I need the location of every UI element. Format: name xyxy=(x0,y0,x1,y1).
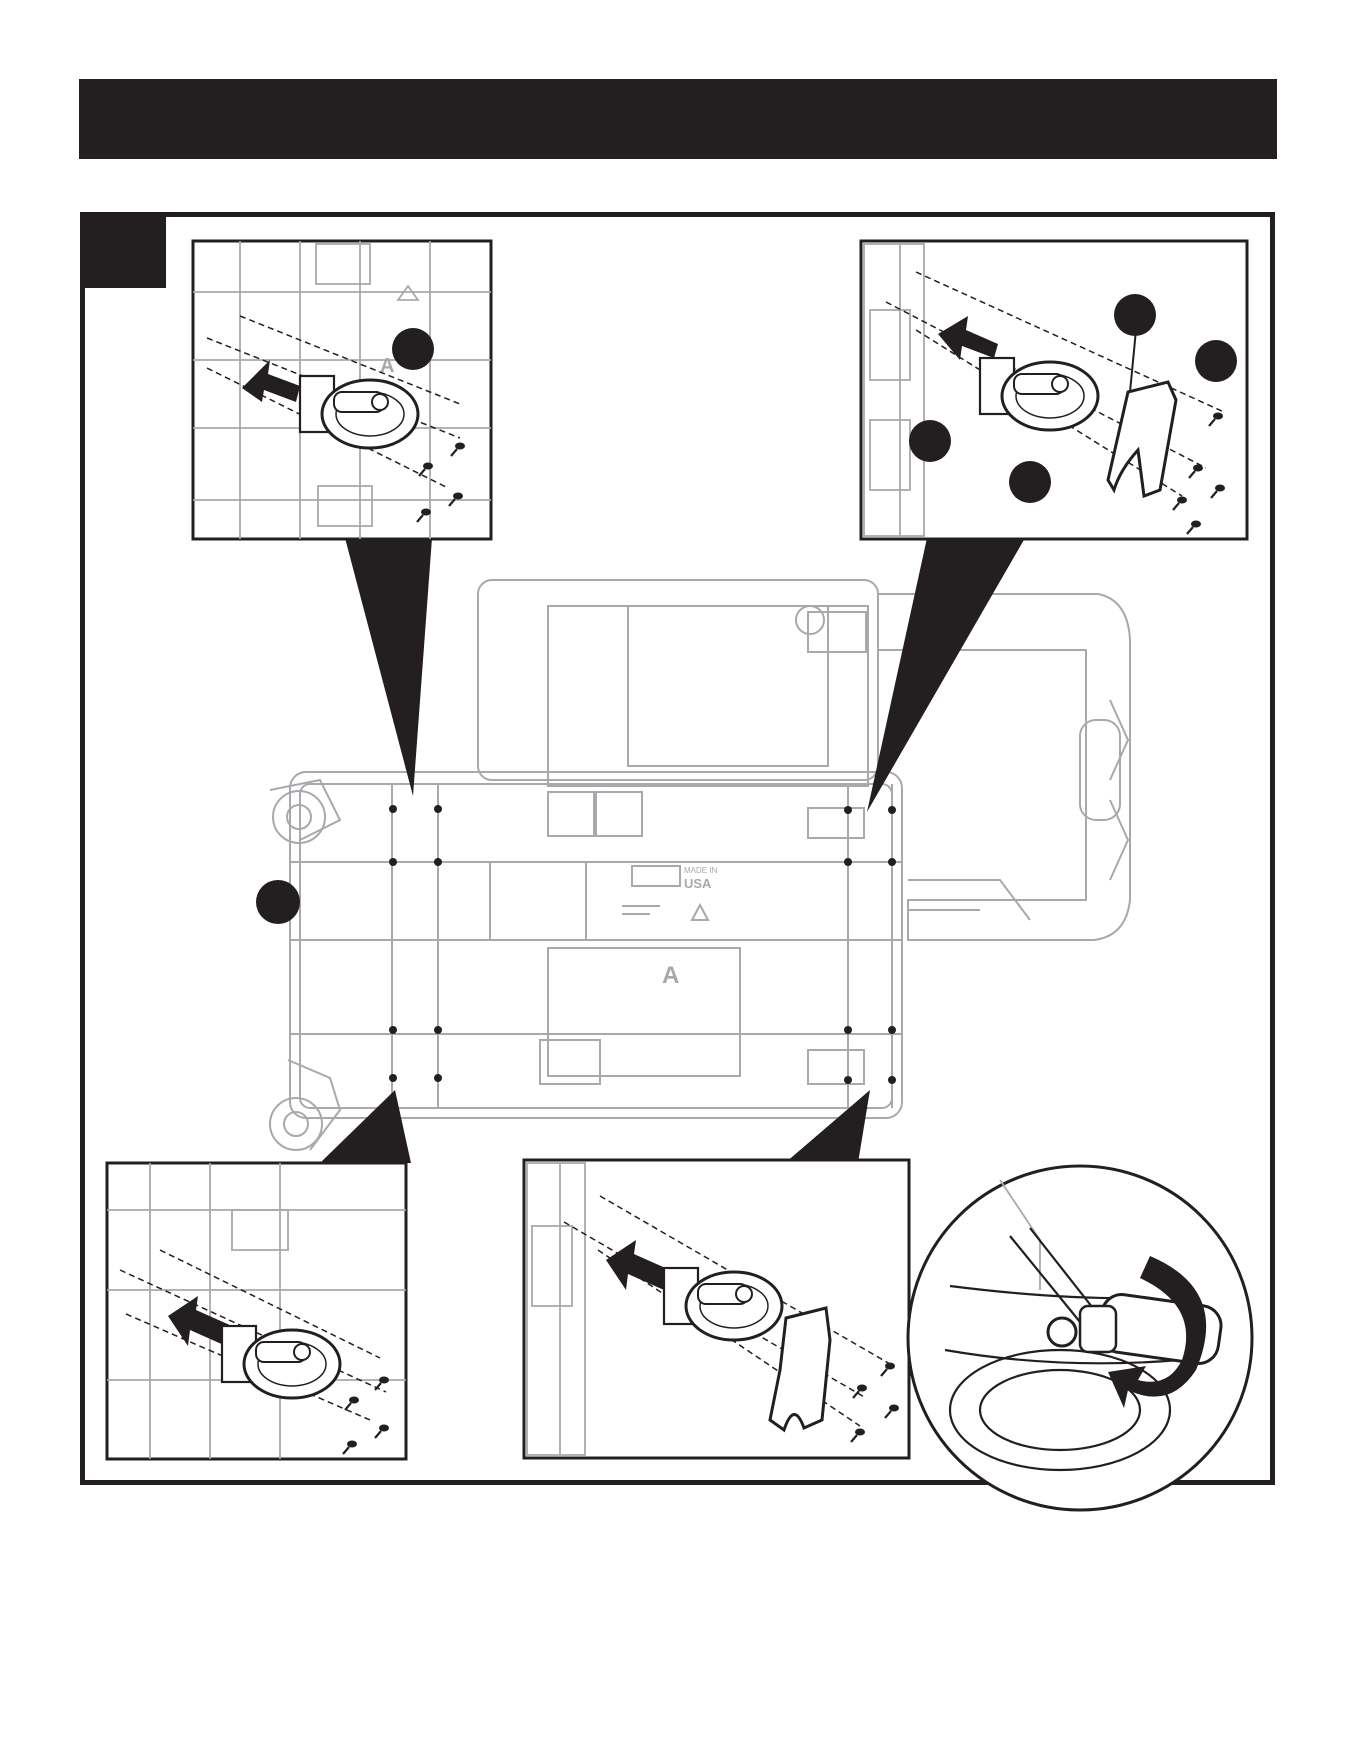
mounting-holes xyxy=(389,805,896,1084)
callout-circle xyxy=(256,880,300,924)
callout-circle xyxy=(392,328,434,370)
callout-circle xyxy=(909,420,951,462)
inset-top-left: A xyxy=(193,241,491,539)
part-letter-main: A xyxy=(662,962,679,989)
zoom-pointers xyxy=(320,538,1025,1163)
detail-tighten-nut xyxy=(908,1166,1252,1510)
callout-circle xyxy=(1009,461,1051,503)
made-in-label: MADE IN xyxy=(684,866,718,875)
inset-bottom-middle xyxy=(524,1160,909,1458)
inset-bottom-left xyxy=(107,1163,406,1459)
inset-top-right xyxy=(861,241,1247,539)
callout-circle xyxy=(1114,294,1156,336)
country-label: USA xyxy=(684,876,712,891)
part-letter-inset: A xyxy=(380,355,394,377)
callout-circle xyxy=(1195,340,1237,382)
